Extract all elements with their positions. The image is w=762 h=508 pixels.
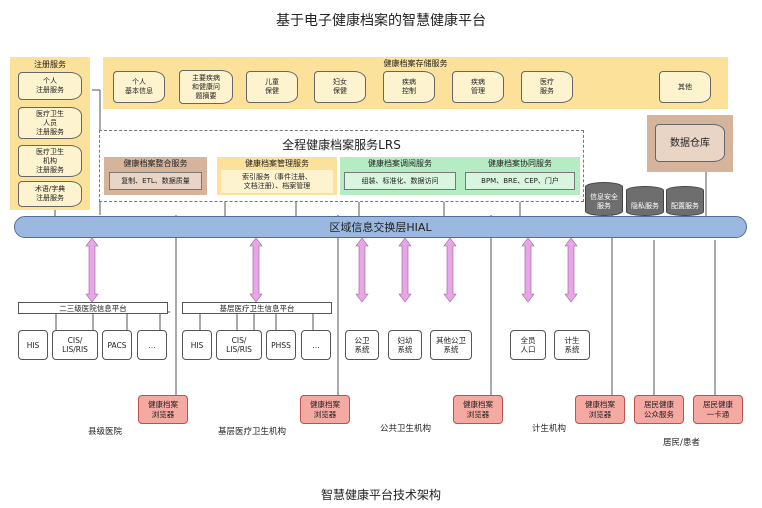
lrs-integration-title: 健康档案整合服务	[123, 159, 188, 168]
security-service: 信息安全 服务	[585, 182, 623, 216]
lrs-collab-title: 健康档案协同服务	[488, 159, 552, 168]
lrs-management-title: 健康档案管理服务	[245, 159, 309, 168]
label-primary-care: 基层医疗卫生机构	[218, 427, 287, 437]
browser-public-health: 健康档案 浏览器	[453, 395, 503, 424]
registry-staff: 医疗卫生 人员 注册服务	[18, 107, 82, 139]
lrs-integration-group: 健康档案整合服务 复制、ETL、数据质量	[104, 157, 207, 195]
arrow-public-health	[355, 237, 369, 303]
config-service: 配置服务	[666, 186, 704, 216]
browser-primary-care: 健康档案 浏览器	[300, 395, 350, 424]
data-warehouse-panel: 数据仓库	[647, 115, 733, 172]
lrs-access-title: 健康档案调阅服务	[368, 159, 432, 168]
storage-women-health: 妇女 保健	[314, 71, 366, 103]
population-system: 全员 人口	[510, 330, 546, 360]
registry-panel: 注册服务 个人 注册服务 医疗卫生 人员 注册服务 医疗卫生 机构 注册服务 术…	[10, 57, 90, 210]
hospital-platform: 二三级医院信息平台	[18, 302, 168, 314]
arrow-primary-platform	[249, 237, 263, 303]
arrow-maternal-child	[398, 237, 412, 303]
privacy-service: 隐私服务	[626, 186, 664, 216]
storage-other: 其他	[659, 71, 711, 103]
arrow-hospital-platform	[85, 237, 99, 303]
lrs-collab-content: BPM、BRE、CEP、门户	[465, 172, 575, 190]
lrs-management-content: 索引服务（事件注册、 文档注册）、档案管理	[221, 170, 333, 193]
arrow-population	[521, 237, 535, 303]
browser-family-planning: 健康档案 浏览器	[575, 395, 625, 424]
hospital-his: HIS	[18, 330, 48, 360]
lrs-management-group: 健康档案管理服务 索引服务（事件注册、 文档注册）、档案管理	[217, 157, 337, 195]
registry-title: 注册服务	[34, 60, 66, 69]
browser-county-hospital: 健康档案 浏览器	[138, 395, 188, 424]
data-warehouse: 数据仓库	[655, 124, 725, 162]
storage-disease-summary: 主要疾病 和健康问 题摘要	[179, 70, 233, 104]
registry-terminology: 术语/字典 注册服务	[18, 181, 82, 207]
primary-more: …	[301, 330, 331, 360]
figure-caption: 智慧健康平台技术架构	[320, 488, 441, 502]
hospital-pacs: PACS	[102, 330, 132, 360]
primary-cis: CIS/ LIS/RIS	[216, 330, 262, 360]
storage-disease-control: 疾病 控制	[383, 71, 435, 103]
primary-phss: PHSS	[266, 330, 296, 360]
resident-public-service: 居民健康 公众服务	[634, 395, 684, 424]
storage-panel: 健康档案存储服务 个人 基本信息 主要疾病 和健康问 题摘要 儿童 保健 妇女 …	[103, 57, 728, 109]
primary-platform: 基层医疗卫生信息平台	[182, 302, 332, 314]
label-public-health: 公共卫生机构	[380, 424, 432, 434]
arrow-family-planning	[564, 237, 578, 303]
arrow-other-public	[443, 237, 457, 303]
hospital-more: …	[137, 330, 167, 360]
other-public-system: 其他公卫 系统	[430, 330, 472, 360]
label-family-planning: 计生机构	[532, 424, 567, 434]
storage-personal-info: 个人 基本信息	[113, 71, 165, 103]
resident-health-card: 居民健康 一卡通	[693, 395, 743, 424]
storage-medical-service: 医疗 服务	[521, 71, 573, 103]
storage-disease-management: 疾病 管理	[452, 71, 504, 103]
registry-institution: 医疗卫生 机构 注册服务	[18, 145, 82, 177]
storage-child-health: 儿童 保健	[246, 71, 298, 103]
lrs-integration-content: 复制、ETL、数据质量	[109, 172, 202, 190]
lrs-access-content: 组装、标准化、数据访问	[344, 172, 456, 190]
hial-bar: 区域信息交换层HIAL	[14, 216, 747, 238]
storage-title: 健康档案存储服务	[383, 59, 448, 68]
label-county-hospital: 县级医院	[88, 427, 123, 437]
primary-his: HIS	[182, 330, 212, 360]
page-title: 基于电子健康档案的智慧健康平台	[276, 13, 486, 29]
label-residents: 居民/患者	[663, 438, 700, 448]
family-planning-system: 计生 系统	[554, 330, 590, 360]
lrs-green-group: 健康档案调阅服务 健康档案协同服务 组装、标准化、数据访问 BPM、BRE、CE…	[340, 157, 580, 195]
maternal-child-system: 妇幼 系统	[388, 330, 422, 360]
hospital-cis: CIS/ LIS/RIS	[52, 330, 98, 360]
registry-person: 个人 注册服务	[18, 72, 82, 100]
public-health-system: 公卫 系统	[345, 330, 379, 360]
lrs-title: 全程健康档案服务LRS	[282, 138, 401, 152]
